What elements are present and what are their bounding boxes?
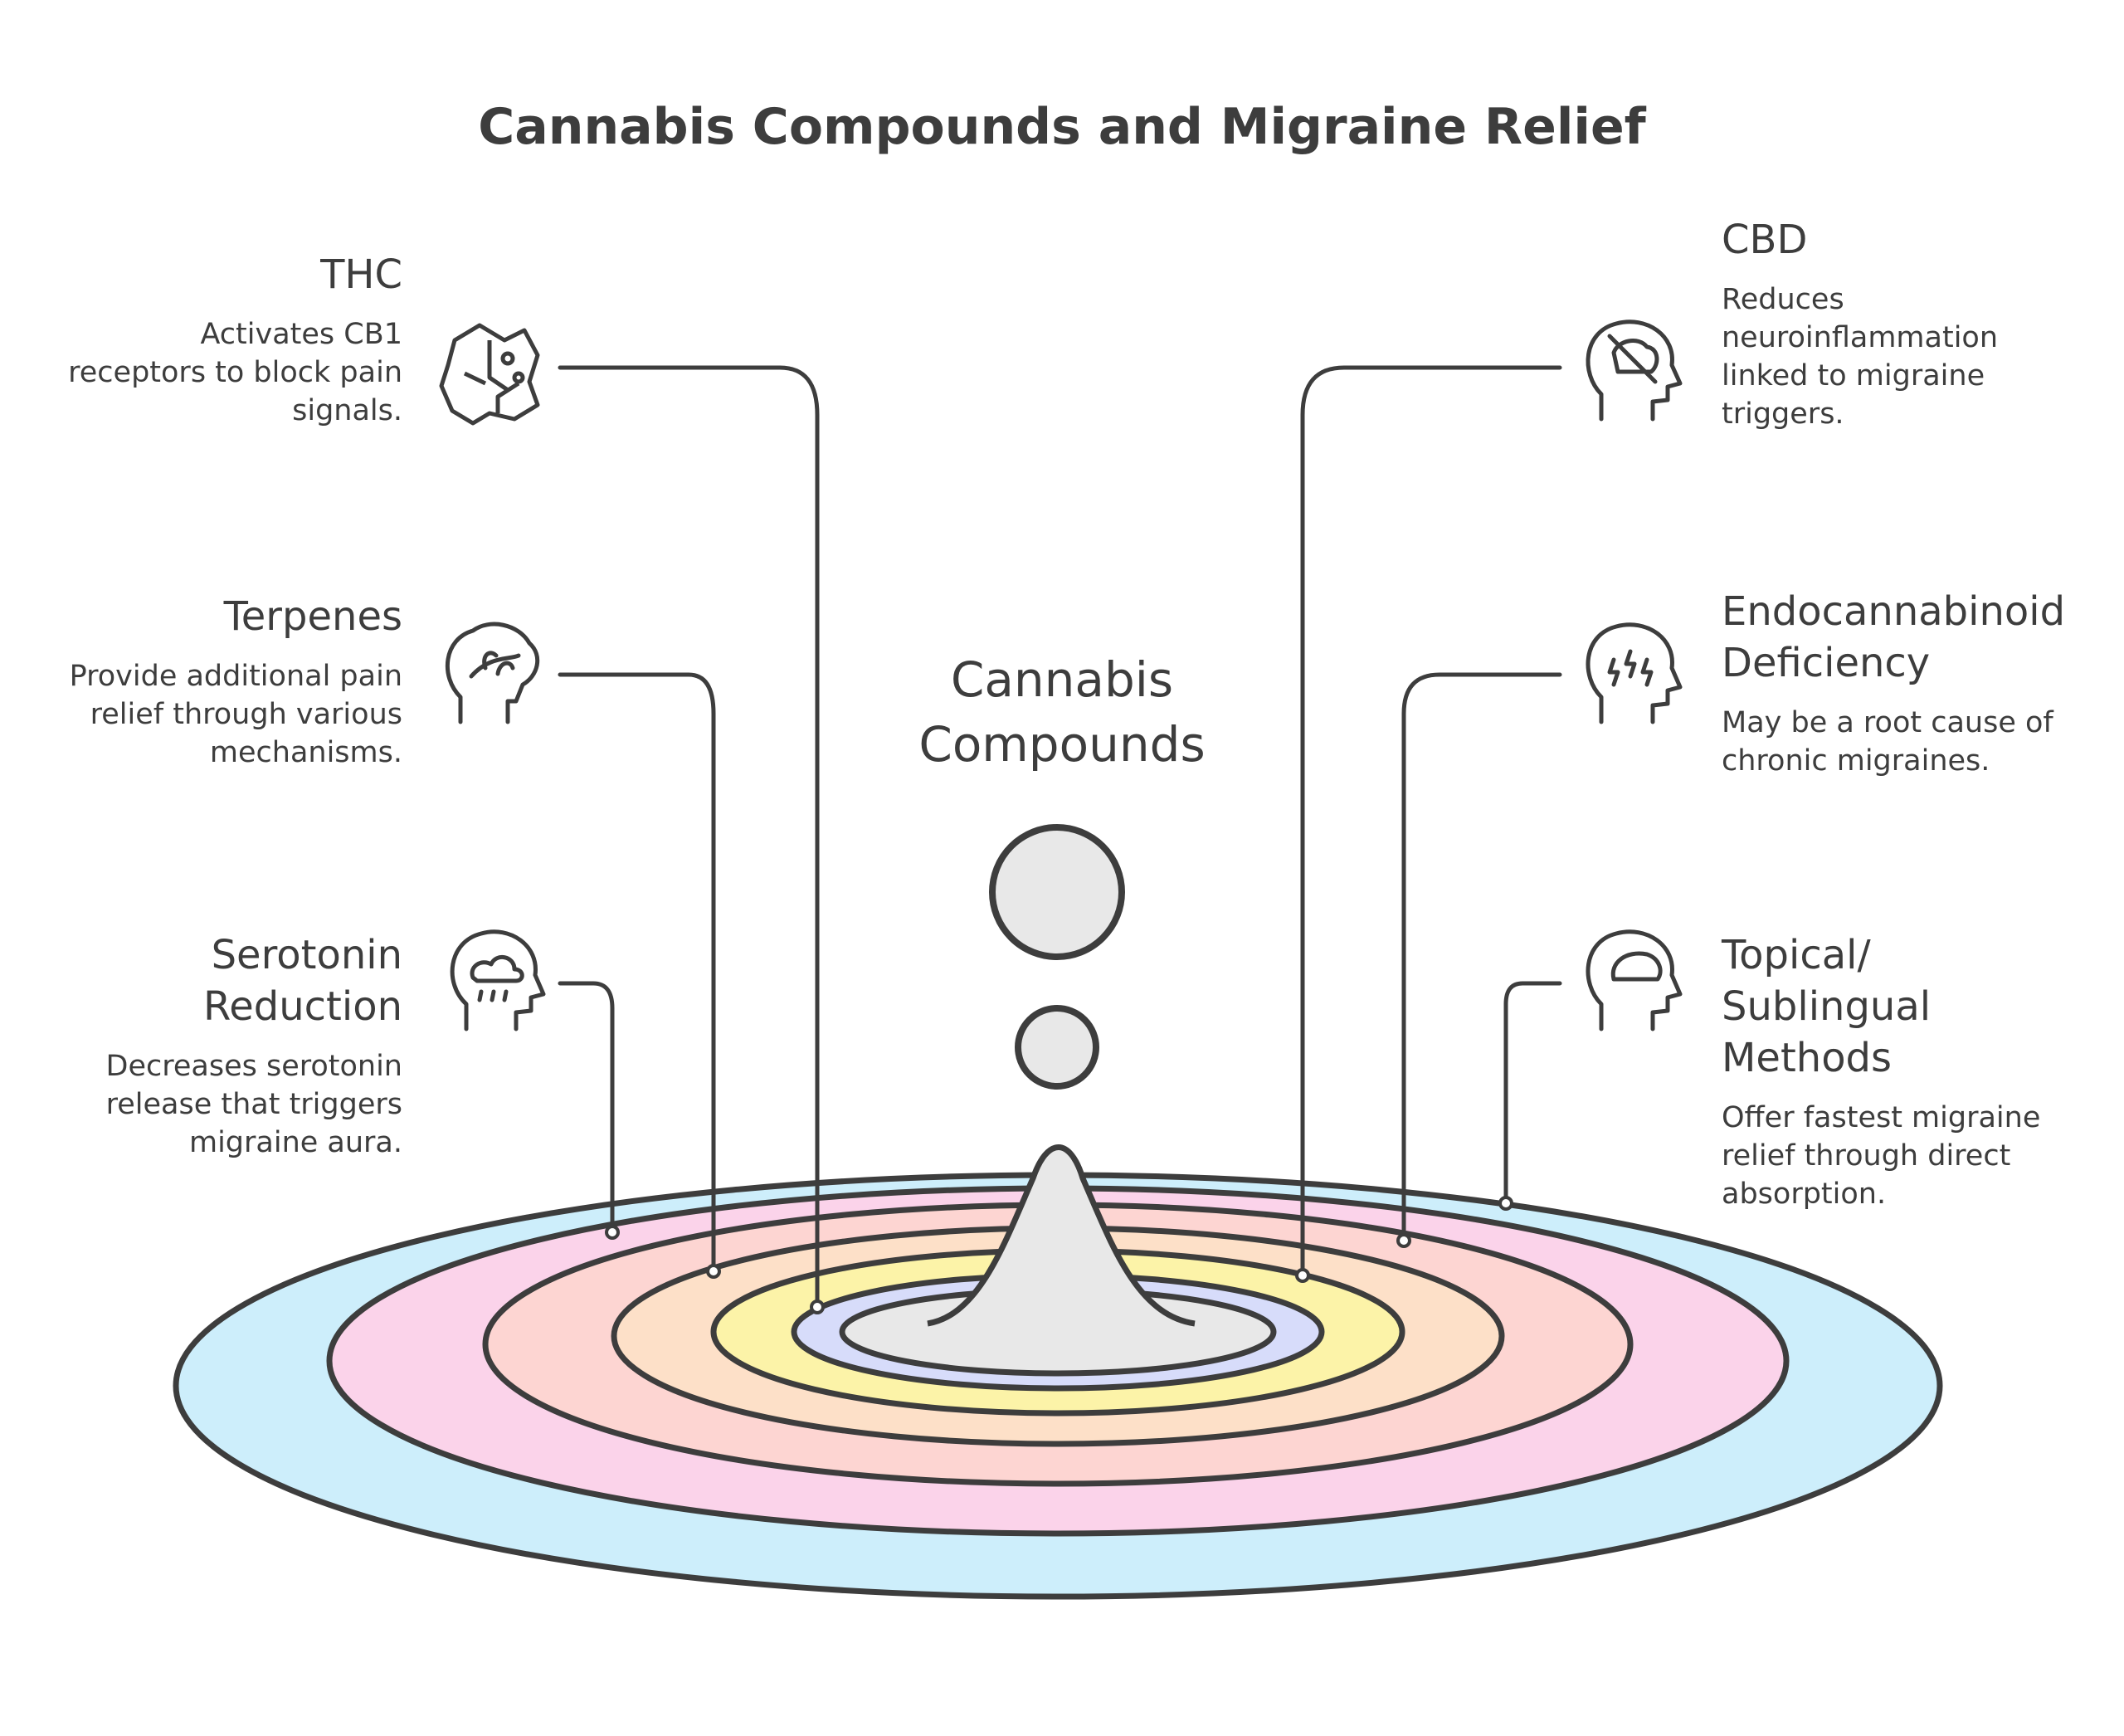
item-serotonin: Serotonin Reduction Decreases serotonin … — [54, 929, 403, 1162]
item-terpenes: Terpenes Provide additional pain relief … — [54, 591, 402, 772]
connector-cbd — [1300, 365, 1562, 1278]
droplet-small — [1015, 1005, 1099, 1090]
connector-topical — [1503, 981, 1562, 1206]
head-crossed-brain-icon — [1586, 319, 1683, 422]
item-heading: Serotonin Reduction — [203, 932, 402, 1030]
connector-dot-terpenes — [706, 1264, 721, 1279]
connector-dot-serotonin — [605, 1225, 620, 1240]
item-heading: Terpenes — [223, 593, 402, 640]
connector-dot-topical — [1498, 1196, 1513, 1211]
connector-serotonin — [558, 981, 615, 1235]
item-description: Activates CB1 receptors to block pain si… — [68, 318, 402, 427]
item-heading: CBD — [1722, 217, 1808, 263]
connector-terpenes — [558, 672, 716, 1274]
connectors — [558, 365, 1562, 1309]
head-brain-icon — [1586, 929, 1683, 1031]
splash-spike — [927, 1144, 1196, 1327]
center-label-text: Cannabis Compounds — [918, 651, 1206, 773]
item-description: Offer fastest migraine relief through di… — [1722, 1101, 2041, 1211]
item-endo: Endocannabinoid Deficiency May be a root… — [1722, 586, 2103, 780]
diagram-title: Cannabis Compounds and Migraine Relief — [478, 98, 1646, 156]
item-heading: THC — [320, 251, 402, 298]
item-heading: Topical/ Sublingual Methods — [1722, 932, 1932, 1081]
droplet-large — [989, 824, 1125, 960]
connector-dots — [605, 1196, 1513, 1314]
item-topical: Topical/ Sublingual Methods Offer fastes… — [1722, 929, 2070, 1213]
connector-thc — [558, 365, 820, 1309]
head-lightning-icon — [1586, 622, 1683, 724]
ripple-rings — [173, 1172, 1943, 1600]
head-rain-cloud-icon — [450, 929, 546, 1031]
item-description: Reduces neuroinflammation linked to migr… — [1722, 283, 1999, 431]
item-description: Provide additional pain relief through v… — [69, 660, 402, 769]
connector-endo — [1401, 672, 1562, 1243]
connector-dot-thc — [810, 1300, 825, 1314]
item-heading: Endocannabinoid Deficiency — [1722, 588, 2066, 686]
head-leaves-icon — [446, 622, 540, 724]
item-description: Decreases serotonin release that trigger… — [105, 1050, 403, 1159]
connector-dot-endo — [1396, 1233, 1411, 1248]
brain-circuit-icon — [439, 323, 540, 426]
center-label: Cannabis Compounds — [855, 647, 1269, 777]
item-thc: THC Activates CB1 receptors to block pai… — [54, 249, 402, 430]
item-cbd: CBD Reduces neuroinflammation linked to … — [1722, 214, 2070, 433]
connector-dot-cbd — [1295, 1268, 1310, 1283]
item-description: May be a root cause of chronic migraines… — [1722, 706, 2053, 778]
